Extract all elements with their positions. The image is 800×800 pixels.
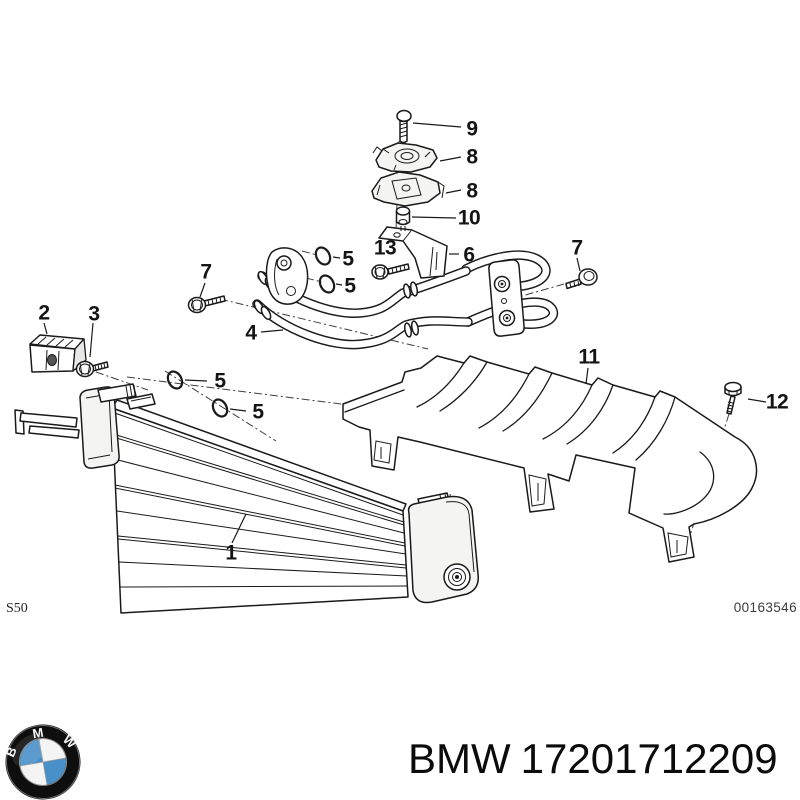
diagram-plate-code: S50	[6, 601, 28, 616]
roundel-quadrant-blue-br	[43, 758, 66, 785]
roundel-quadrant-white-bl	[20, 762, 47, 785]
footer-part-number: 17201712209	[520, 735, 778, 782]
part-5-o-rings	[166, 246, 336, 418]
callout-4: 4	[245, 321, 257, 345]
part-1-oil-cooler	[14, 383, 480, 614]
callout-5a: 5	[342, 247, 354, 271]
cooler-left-cap	[14, 383, 137, 469]
part-11-air-shield	[342, 355, 758, 563]
callout-5b: 5	[344, 274, 356, 298]
callout-13: 13	[373, 236, 397, 260]
callout-7b: 7	[571, 236, 583, 260]
roundel-quadrant-blue-tl	[20, 739, 43, 766]
part-3-bolt	[75, 360, 109, 378]
roundel-quadrant-white-tr	[39, 739, 66, 762]
hose-end-plate	[488, 259, 525, 337]
part-10-bush	[395, 206, 411, 231]
bmw-logo: B M W	[2, 722, 82, 800]
callout-1: 1	[225, 541, 237, 565]
drawing-number: 00163546	[733, 600, 797, 615]
callout-8b: 8	[466, 179, 478, 203]
callout-6: 6	[463, 243, 475, 267]
part-12-bolt	[724, 381, 742, 415]
part-7-bolt-right	[565, 268, 598, 290]
callout-5c: 5	[214, 369, 226, 393]
part-8-clamp-lower	[371, 171, 445, 207]
part-13-bolt	[371, 263, 410, 280]
callout-12: 12	[765, 390, 789, 414]
callout-9: 9	[466, 117, 478, 141]
part-8-clamp-upper	[372, 142, 438, 173]
part-4-oil-hoses	[252, 247, 558, 350]
callout-10: 10	[457, 206, 481, 230]
part-6-bracket	[378, 226, 448, 279]
part-2-bracket	[29, 334, 87, 373]
leader-lines	[43, 122, 767, 544]
hose-clamps-and-couplings	[253, 270, 420, 338]
cooler-fins	[111, 411, 408, 588]
bmw-roundel: B M W	[2, 724, 81, 800]
cooler-oil-port	[443, 563, 471, 591]
callout-5d: 5	[252, 400, 264, 424]
footer-brand: BMW	[408, 735, 511, 782]
callout-11: 11	[578, 345, 600, 369]
callout-7a: 7	[200, 260, 212, 284]
callout-8a: 8	[466, 145, 478, 169]
cooler-right-cap	[407, 492, 480, 604]
roundel-letter-m: M	[31, 725, 44, 742]
part-7-bolt-left	[187, 295, 226, 314]
hose-flange	[265, 247, 309, 305]
callout-2: 2	[38, 301, 50, 325]
part-9-screw	[396, 109, 412, 144]
callout-3: 3	[88, 302, 100, 326]
